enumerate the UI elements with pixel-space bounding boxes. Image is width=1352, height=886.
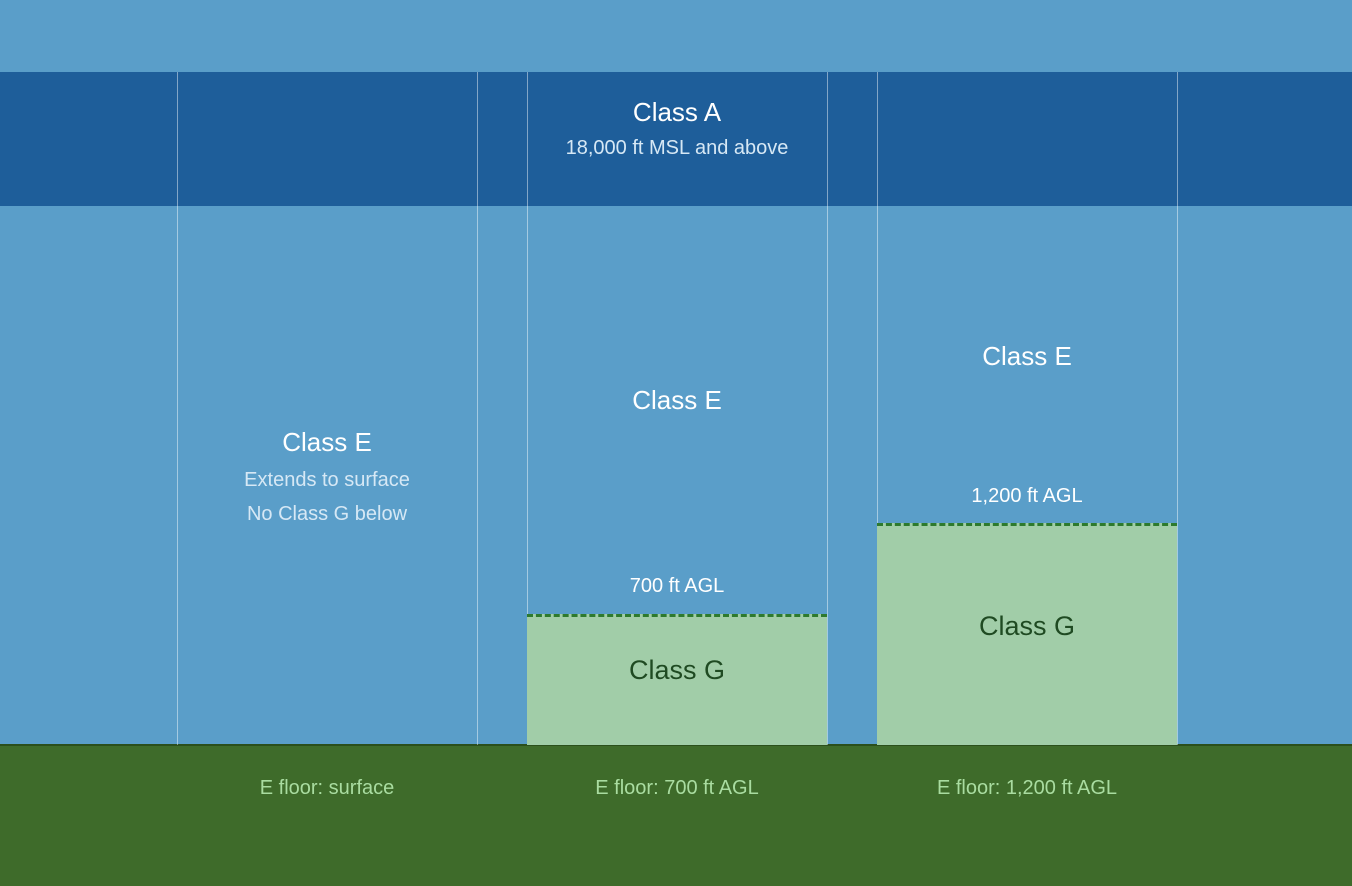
class-a-band — [0, 72, 1352, 206]
column-divider — [527, 72, 528, 745]
class-a-subtitle: 18,000 ft MSL and above — [565, 137, 789, 159]
class-g-block-1200 — [877, 523, 1177, 745]
class-a-title: Class A — [632, 97, 722, 127]
column-divider — [827, 72, 828, 745]
column-divider — [477, 72, 478, 745]
floor-label: E floor: surface — [259, 777, 395, 799]
floor-label: E floor: 700 ft AGL — [595, 777, 759, 799]
class-g-title: Class G — [978, 611, 1076, 641]
floor-label: E floor: 1,200 ft AGL — [936, 777, 1118, 799]
column-divider — [177, 72, 178, 745]
class-g-block-700 — [527, 614, 827, 745]
class-e-note: No Class G below — [246, 503, 408, 525]
altitude-label: 1,200 ft AGL — [971, 485, 1083, 507]
class-e-title: Class E — [982, 341, 1072, 371]
column-divider — [877, 72, 878, 745]
class-e-note: Extends to surface — [244, 469, 410, 491]
class-e-title: Class E — [632, 385, 722, 415]
column-divider — [1177, 72, 1178, 745]
class-e-title: Class E — [282, 427, 372, 457]
ground — [0, 744, 1352, 886]
altitude-label: 700 ft AGL — [629, 575, 725, 597]
class-g-title: Class G — [628, 655, 726, 685]
